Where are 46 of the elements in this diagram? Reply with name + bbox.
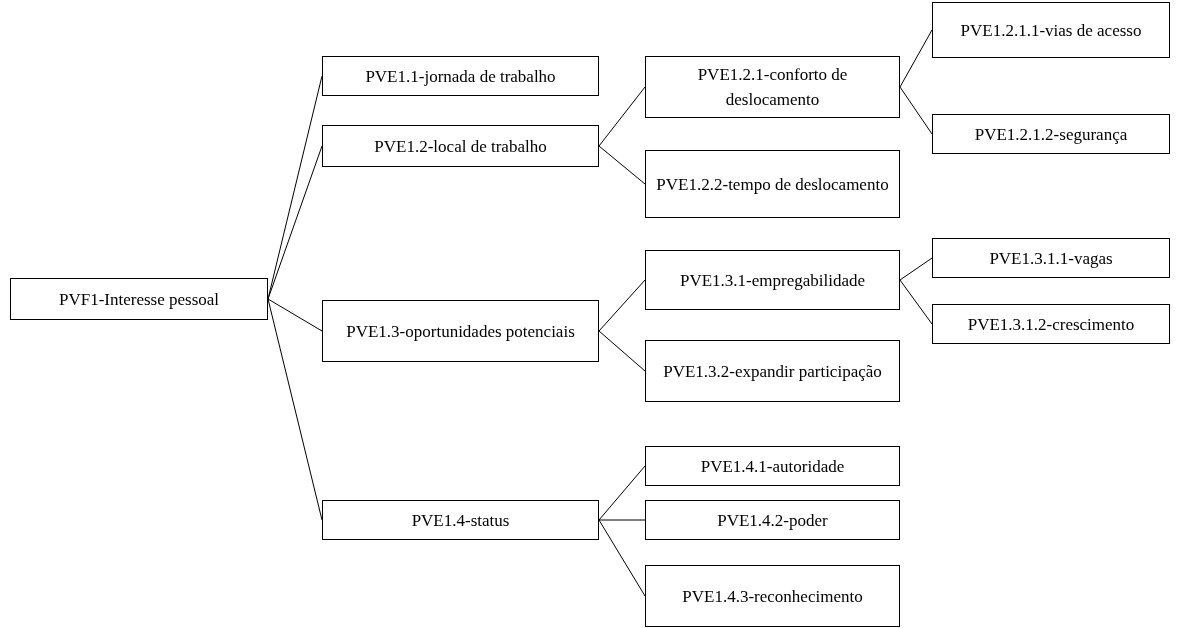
tree-node-box	[932, 304, 1170, 344]
tree-node-box	[932, 238, 1170, 278]
tree-node-box	[645, 250, 900, 310]
node-label: PVE1.3-oportunidades potenciais	[346, 320, 575, 343]
connector-line	[899, 257, 933, 281]
connector-line	[598, 465, 646, 521]
node-label: PVE1.3.1-empregabilidade	[679, 269, 866, 292]
tree-node-box	[322, 125, 599, 167]
tree-node-box	[645, 565, 900, 627]
node-label: PVE1.1-jornada de trabalho	[365, 65, 556, 88]
connector-line	[598, 279, 646, 332]
connector-line	[899, 29, 933, 88]
node-label: PVE1.3.1.2-crescimento	[967, 313, 1135, 336]
tree-node-box	[645, 56, 900, 118]
node-label: PVE1.2.1.2-segurança	[974, 123, 1128, 146]
node-label: PVE1.4.2-poder	[717, 509, 828, 532]
tree-node-box	[645, 446, 900, 486]
tree-node-box	[322, 500, 599, 540]
connector-line	[598, 330, 646, 372]
tree-node-box	[645, 150, 900, 218]
node-label: PVE1.3.2-expandir participação	[663, 360, 882, 383]
tree-node-box	[322, 56, 599, 96]
node-label: PVF1-Interesse pessoal	[58, 288, 220, 311]
tree-node-box	[645, 340, 900, 402]
node-label: PVE1.4.3-reconhecimento	[682, 585, 863, 608]
tree-node-box	[932, 114, 1170, 154]
node-label: PVE1.2.2-tempo de deslocamento	[656, 173, 889, 196]
connector-line	[267, 298, 323, 332]
connector-line	[598, 519, 646, 597]
node-label: PVE1.2.1-conforto de deslocamento	[696, 64, 849, 111]
tree-node-box	[322, 300, 599, 362]
connector-line	[267, 298, 323, 521]
tree-node-box	[645, 500, 900, 540]
connector-line	[598, 145, 646, 185]
connector-line	[598, 86, 646, 147]
node-label: PVE1.2-local de trabalho	[374, 135, 547, 158]
node-label: PVE1.2.1.1-vias de acesso	[960, 19, 1142, 42]
connector-line	[899, 279, 933, 325]
node-label: PVE1.3.1.1-vagas	[989, 247, 1113, 270]
tree-node-box	[932, 2, 1170, 58]
node-label: PVE1.4-status	[411, 509, 510, 532]
connector-line	[598, 519, 646, 521]
connector-line	[899, 86, 933, 135]
node-label: PVE1.4.1-autoridade	[700, 455, 845, 478]
tree-node-box	[10, 278, 268, 320]
connector-line	[267, 145, 323, 300]
